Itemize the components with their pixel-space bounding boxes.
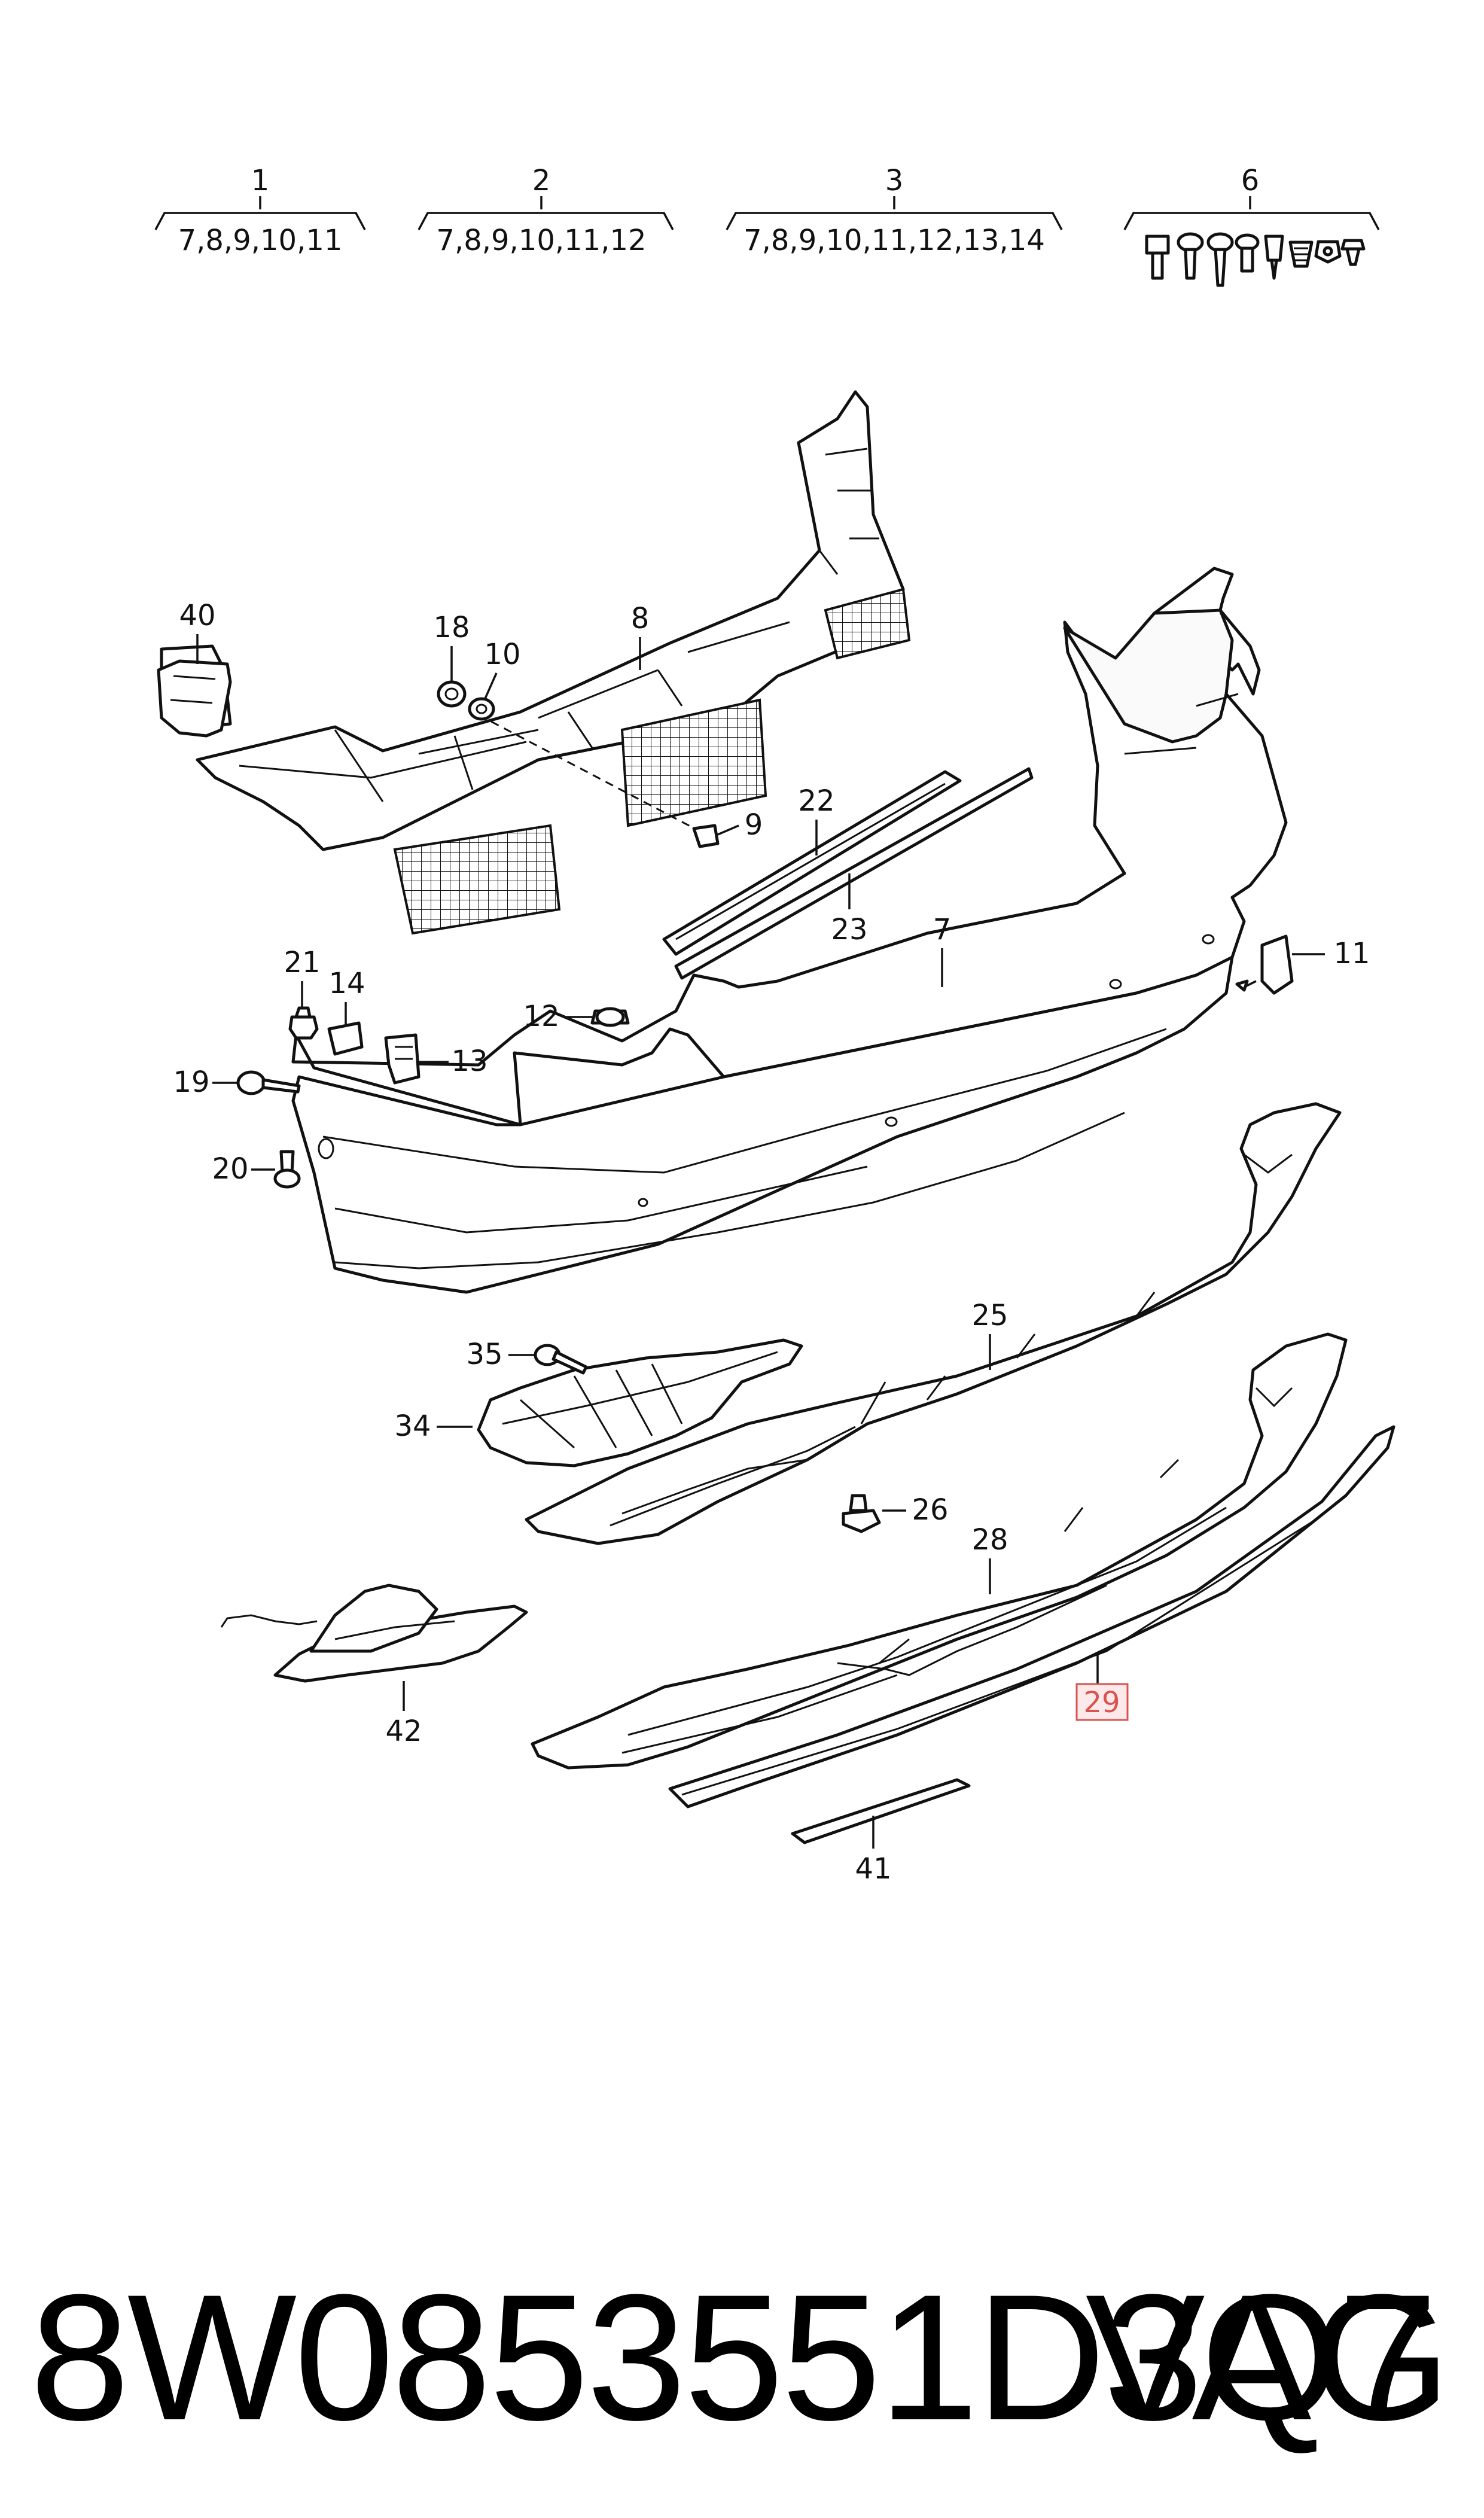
svg-text:7: 7 bbox=[933, 913, 952, 946]
callout-42[interactable]: 42 bbox=[385, 1681, 422, 1748]
bumper-cover-part-7[interactable] bbox=[291, 567, 1288, 1294]
bumper-bracket-part-8[interactable] bbox=[160, 390, 911, 935]
fastener-icons bbox=[1145, 232, 1366, 287]
callout-20[interactable]: 20 bbox=[212, 1152, 275, 1186]
svg-text:13: 13 bbox=[451, 1045, 487, 1078]
clip-icon bbox=[1288, 240, 1314, 268]
callout-10[interactable]: 10 bbox=[483, 638, 521, 701]
svg-text:28: 28 bbox=[971, 1523, 1008, 1557]
group-3[interactable]: 3 7,8,9,10,11,12,13,14 bbox=[726, 164, 1063, 257]
callout-21[interactable]: 21 bbox=[284, 946, 321, 1008]
svg-text:29: 29 bbox=[1083, 1686, 1120, 1719]
grommet-part-12[interactable] bbox=[590, 1007, 630, 1027]
svg-text:11: 11 bbox=[1333, 937, 1370, 970]
callout-41[interactable]: 41 bbox=[855, 1816, 892, 1886]
bracket-part-13[interactable] bbox=[384, 1033, 420, 1085]
callout-25[interactable]: 25 bbox=[971, 1299, 1008, 1370]
part-number: 8W0853551D3Q7 bbox=[30, 2257, 1438, 2458]
bolt-icon bbox=[1235, 233, 1260, 273]
rivet-icon bbox=[1264, 235, 1284, 280]
callout-18[interactable]: 18 bbox=[433, 611, 470, 682]
callout-13[interactable]: 13 bbox=[419, 1045, 488, 1078]
group-number: 1 bbox=[251, 164, 270, 197]
screw-part-35[interactable] bbox=[534, 1344, 588, 1375]
group-parts: 7,8,9,10,11 bbox=[178, 224, 343, 257]
callout-14[interactable]: 14 bbox=[328, 967, 365, 1024]
svg-text:14: 14 bbox=[328, 967, 365, 1000]
group-1[interactable]: 1 7,8,9,10,11 bbox=[154, 164, 366, 257]
group-bracket bbox=[418, 196, 674, 230]
callout-11[interactable]: 11 bbox=[1292, 937, 1370, 970]
svg-text:41: 41 bbox=[855, 1852, 891, 1886]
svg-text:20: 20 bbox=[212, 1152, 248, 1186]
callout-23[interactable]: 23 bbox=[831, 873, 868, 946]
screw-icon bbox=[1177, 232, 1204, 280]
clip-part-18[interactable] bbox=[437, 680, 467, 708]
nut-icon bbox=[1314, 240, 1342, 264]
svg-text:19: 19 bbox=[173, 1065, 209, 1099]
callout-35[interactable]: 35 bbox=[466, 1338, 534, 1371]
chrome-strip-part-41[interactable] bbox=[791, 1778, 971, 1844]
svg-text:8: 8 bbox=[631, 602, 650, 635]
group-number: 2 bbox=[532, 164, 551, 197]
trim-strip-part-23[interactable] bbox=[674, 767, 1034, 980]
group-bracket bbox=[1123, 196, 1380, 230]
cover-part-11[interactable] bbox=[1235, 934, 1294, 995]
screw-part-20[interactable] bbox=[273, 1150, 301, 1189]
nut-part-10[interactable] bbox=[468, 697, 495, 721]
callout-26[interactable]: 26 bbox=[882, 1493, 949, 1527]
footer: 8W0853551D3Q7 VAG bbox=[0, 2249, 1484, 2465]
callout-29[interactable]: 29 bbox=[1075, 1654, 1129, 1721]
svg-text:12: 12 bbox=[523, 1000, 559, 1033]
callout-22[interactable]: 22 bbox=[798, 784, 835, 855]
group-2[interactable]: 2 7,8,9,10,11,12 bbox=[418, 164, 674, 257]
callout-8[interactable]: 8 bbox=[631, 602, 650, 670]
brand-name: VAG bbox=[1085, 2257, 1451, 2458]
callout-7[interactable]: 7 bbox=[933, 913, 952, 987]
clip-part-14[interactable] bbox=[327, 1021, 364, 1056]
svg-text:10: 10 bbox=[484, 638, 520, 671]
svg-text:21: 21 bbox=[284, 946, 320, 979]
group-parts: 7,8,9,10,11,12 bbox=[436, 224, 646, 257]
svg-text:22: 22 bbox=[798, 784, 834, 818]
plug-part-21[interactable] bbox=[288, 1006, 319, 1040]
clip-part-9[interactable] bbox=[692, 824, 720, 848]
svg-text:9: 9 bbox=[745, 808, 763, 842]
light-part-42[interactable] bbox=[220, 1584, 528, 1683]
group-bracket bbox=[154, 196, 366, 230]
bracket-part-40[interactable] bbox=[157, 659, 232, 738]
svg-text:40: 40 bbox=[179, 599, 215, 632]
svg-text:18: 18 bbox=[433, 611, 470, 644]
svg-text:42: 42 bbox=[385, 1715, 422, 1748]
diffuser-part-25[interactable] bbox=[525, 1102, 1342, 1545]
svg-text:34: 34 bbox=[394, 1409, 431, 1443]
bolt-icon bbox=[1145, 235, 1170, 280]
svg-text:35: 35 bbox=[466, 1338, 502, 1371]
svg-text:26: 26 bbox=[912, 1493, 948, 1527]
exploded-parts-diagram: 1 7,8,9,10,11 2 7,8,9,10,11,12 3 7,8,9,1… bbox=[154, 164, 1395, 1886]
screw-icon bbox=[1206, 232, 1234, 287]
group-number: 6 bbox=[1241, 164, 1260, 197]
screw-part-19[interactable] bbox=[236, 1070, 301, 1095]
group-number: 3 bbox=[885, 164, 904, 197]
expanding-clip-icon bbox=[1340, 239, 1366, 266]
callout-9[interactable]: 9 bbox=[717, 808, 763, 842]
callout-28[interactable]: 28 bbox=[971, 1523, 1008, 1594]
group-6[interactable]: 6 bbox=[1123, 164, 1380, 287]
bracket-part-34[interactable] bbox=[477, 1338, 803, 1467]
group-parts: 7,8,9,10,11,12,13,14 bbox=[743, 224, 1045, 257]
trim-strip-part-29[interactable] bbox=[668, 1425, 1395, 1808]
group-bracket bbox=[726, 196, 1063, 230]
nut-part-26[interactable] bbox=[842, 1494, 881, 1533]
trim-strip-part-22[interactable] bbox=[662, 770, 962, 956]
highlight-box bbox=[1075, 1683, 1129, 1721]
callout-19[interactable]: 19 bbox=[173, 1065, 238, 1099]
callout-34[interactable]: 34 bbox=[394, 1409, 473, 1443]
callout-40[interactable]: 40 bbox=[179, 599, 216, 664]
svg-text:23: 23 bbox=[831, 913, 867, 946]
callouts: 40 18 10 8 9 22 23 7 bbox=[173, 599, 1370, 1886]
svg-text:25: 25 bbox=[971, 1299, 1008, 1332]
callout-12[interactable]: 12 bbox=[523, 1000, 592, 1033]
diffuser-part-28[interactable] bbox=[531, 1332, 1348, 1770]
